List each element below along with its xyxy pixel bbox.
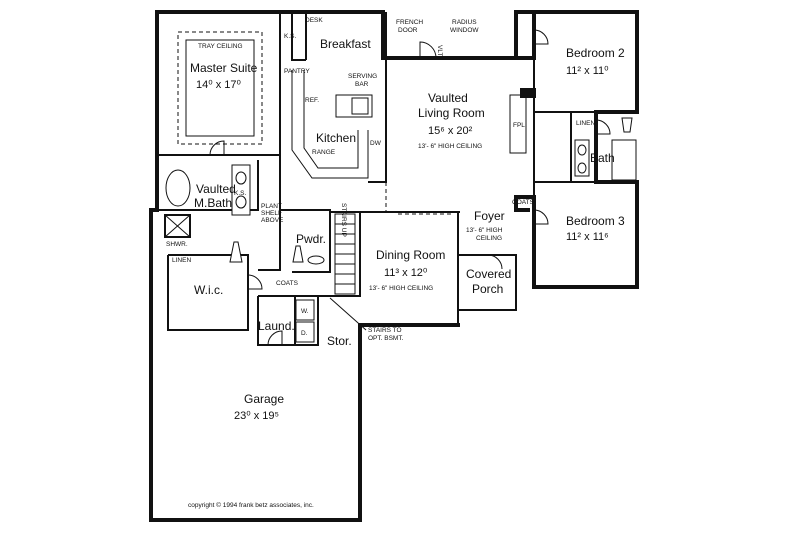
garage-name: Garage (244, 392, 284, 406)
dining-room-dims: 11³ x 12⁰ (384, 267, 428, 279)
knee-space-label: K.S. (284, 33, 296, 40)
bedroom2-name: Bedroom 2 (566, 46, 625, 60)
covered-porch-name-1: Covered (466, 267, 511, 281)
desk-label: DESK (305, 17, 323, 24)
shower-label: SHWR. (166, 241, 188, 248)
wic-name: W.i.c. (194, 283, 223, 297)
covered-porch-name-2: Porch (472, 282, 503, 296)
bath-name: Bath (590, 151, 615, 165)
plant-shelf-label-1: PLANT (261, 203, 282, 210)
copyright-notice: copyright © 1994 frank betz associates, … (188, 501, 314, 509)
plant-shelf-label-3: ABOVE (261, 217, 284, 224)
laundry-name: Laund. (258, 319, 295, 333)
living-room-dims: 15⁶ x 20² (428, 125, 473, 137)
serving-bar-label-1: SERVING (348, 73, 377, 80)
vaulted-label: VLT. (436, 45, 443, 58)
linen-master-label: LINEN (172, 257, 191, 264)
ref-label: REF. (305, 97, 319, 104)
garage-dims: 23⁰ x 19⁵ (234, 410, 279, 422)
fireplace-label: FPL. (513, 122, 527, 129)
foyer-ceiling-2: CEILING (476, 235, 502, 242)
washer-label: W. (301, 308, 309, 315)
living-room-name-2: Living Room (418, 106, 485, 120)
bedroom3-name: Bedroom 3 (566, 214, 625, 228)
stairs-basement-label-2: OPT. BSMT. (368, 335, 404, 342)
french-door-label-2: DOOR (398, 27, 418, 34)
stairs-up-label: STAIRS UP (340, 203, 347, 237)
dw-label: DW (370, 140, 382, 147)
powder-name: Pwdr. (296, 232, 326, 246)
linen-bath-label: LINEN (576, 120, 595, 127)
dryer-label: D. (301, 330, 308, 337)
bedroom3-dims: 11² x 11⁶ (566, 231, 609, 243)
master-suite-dims: 14⁰ x 17⁰ (196, 79, 241, 91)
stairs (334, 213, 356, 295)
knee-space-bath-label: K.S. (234, 190, 246, 197)
dining-room-ceiling: 13'- 6" HIGH CEILING (369, 285, 433, 292)
master-bath-name-1: Vaulted (196, 182, 236, 196)
doors (209, 29, 611, 346)
coats-hall-label: COATS (276, 280, 299, 287)
annotations: DESK K.S. PANTRY SERVING BAR REF. DW RAN… (166, 17, 595, 509)
kitchen-name: Kitchen (316, 131, 356, 145)
coats-foyer-label: COATS (512, 199, 535, 206)
ceiling-lines (177, 31, 516, 215)
breakfast-name: Breakfast (320, 37, 371, 51)
foyer-name: Foyer (474, 209, 505, 223)
radius-window-label-2: WINDOW (450, 27, 479, 34)
radius-window-label-1: RADIUS (452, 19, 477, 26)
master-bath-name-2: M.Bath (194, 196, 232, 210)
living-room-name-1: Vaulted (428, 91, 468, 105)
foyer-ceiling-1: 13'- 6" HIGH (466, 227, 503, 234)
bedroom2-dims: 11² x 11⁰ (566, 65, 609, 77)
room-labels: TRAY CEILING Master Suite 14⁰ x 17⁰ Brea… (190, 37, 625, 422)
range-label: RANGE (312, 149, 336, 156)
living-room-ceiling: 13'- 6" HIGH CEILING (418, 143, 482, 150)
pantry-label: PANTRY (284, 68, 310, 75)
fixtures (165, 70, 637, 343)
tray-ceiling-label: TRAY CEILING (198, 43, 243, 50)
master-suite-name: Master Suite (190, 61, 258, 75)
dining-room-name: Dining Room (376, 248, 445, 262)
stairs-basement-label-1: STAIRS TO (368, 327, 402, 334)
french-door-label-1: FRENCH (396, 19, 423, 26)
serving-bar-label-2: BAR (355, 81, 369, 88)
storage-name: Stor. (327, 334, 352, 348)
plant-shelf-label-2: SHELF (261, 210, 282, 217)
